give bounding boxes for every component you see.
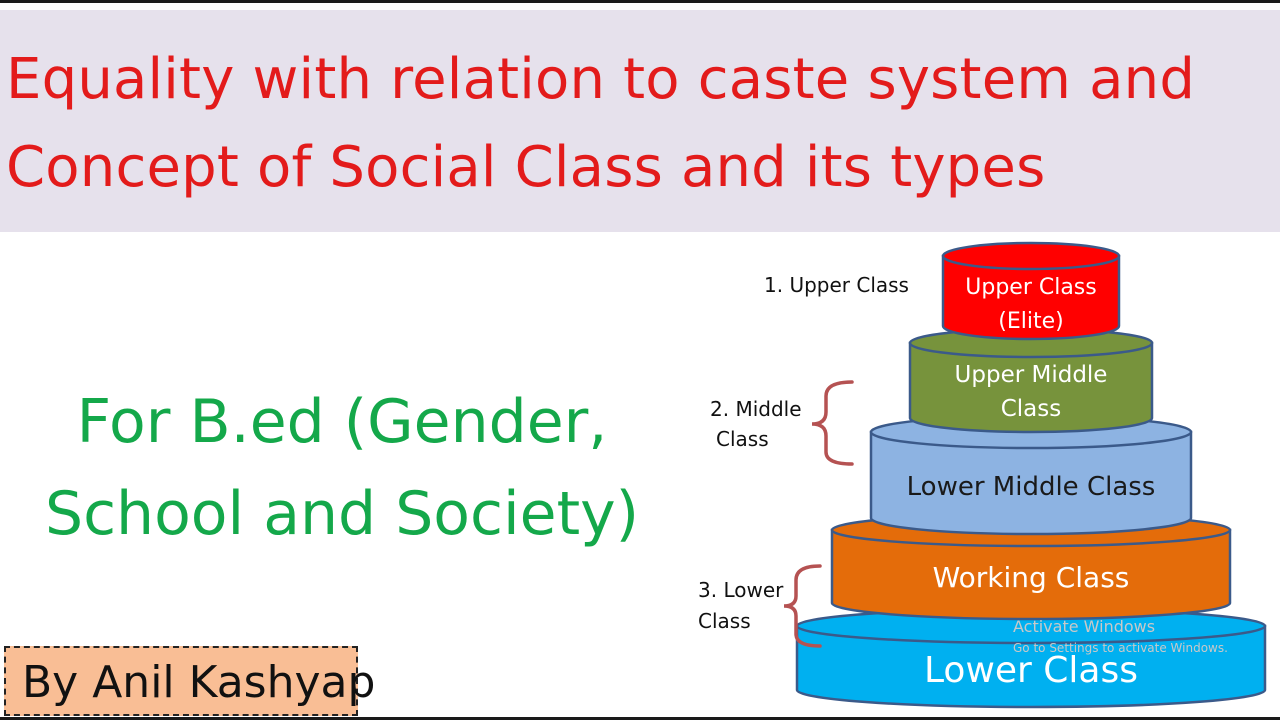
tier-label-upper-class-line-1: Upper Class [965,275,1096,300]
author-name: By Anil Kashyap [22,657,376,708]
top-border [0,0,1280,3]
tier-label-upper-middle-line-2: Class [1001,396,1062,422]
title-banner [0,10,1280,232]
label-middle-class-group-line-1: 2. Middle [710,397,802,421]
bottom-border [0,717,1280,720]
tier-upper-class-elite: Upper Class (Elite) [941,241,1121,341]
subtitle-line-2: School and Society) [44,479,640,549]
tier-label-lower-class: Lower Class [924,650,1138,691]
tier-upper-middle-class: Upper Middle Class [908,327,1154,434]
label-middle-class-group-line-2: Class [716,427,769,451]
tier-label-lower-middle-class: Lower Middle Class [907,472,1156,502]
activate-windows-hint: Go to Settings to activate Windows. [1013,641,1228,655]
tier-lower-class: Lower Class [795,607,1267,709]
tier-lower-middle-class: Lower Middle Class [869,414,1193,536]
lower-class-brace [783,564,822,648]
label-upper-class-group: 1. Upper Class [764,273,909,297]
label-lower-class-group-line-2: Class [698,609,751,633]
tier-label-upper-middle-line-1: Upper Middle [955,362,1108,388]
label-lower-class-group-line-1: 3. Lower [698,578,784,602]
subtitle-line-1: For B.ed (Gender, [76,387,608,457]
tier-label-upper-class-line-2: (Elite) [998,309,1063,334]
slide-title-line-1: Equality with relation to caste system a… [6,47,1196,112]
author-box: By Anil Kashyap [4,646,375,716]
tier-label-working-class: Working Class [933,561,1130,594]
activate-windows-watermark: Activate Windows [1013,617,1155,636]
slide-title-line-2: Concept of Social Class and its types [6,135,1046,200]
middle-class-brace [811,380,854,466]
